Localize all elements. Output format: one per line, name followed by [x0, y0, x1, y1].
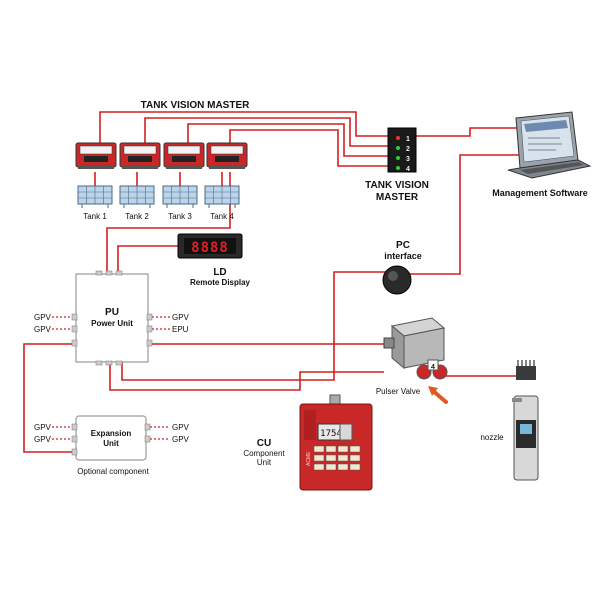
laptop-icon[interactable] — [507, 111, 592, 179]
tank-label-1: Tank 1 — [83, 212, 107, 221]
pulser-valve-device[interactable]: 4 — [383, 317, 448, 380]
remote-display-device[interactable]: 8888 — [177, 233, 243, 259]
pc-interface-line1: PC — [396, 240, 410, 251]
component-unit-title: CU — [257, 438, 271, 449]
exp-right-port-1: GPV — [172, 423, 190, 432]
tvm-label-line2: MASTER — [376, 192, 419, 203]
power-unit-box[interactable] — [71, 270, 153, 366]
pu-right-port-leads — [152, 316, 170, 330]
nozzle-device[interactable] — [512, 360, 539, 481]
remote-display-title: LD — [213, 267, 226, 278]
pu-right-port-2: EPU — [172, 325, 189, 334]
tvm-port-3: 3 — [406, 156, 410, 163]
nozzle-label: nozzle — [480, 433, 504, 442]
component-unit-device[interactable]: 1754 ACME — [299, 394, 373, 491]
arrow-icon — [428, 386, 448, 404]
exp-left-port-leads — [52, 426, 72, 440]
expansion-unit-box[interactable] — [71, 415, 151, 461]
tvm-title: TANK VISION MASTER — [141, 100, 250, 111]
tvm-port-2: 2 — [406, 146, 410, 153]
exp-right-port-2: GPV — [172, 435, 190, 444]
expansion-unit-note: Optional component — [77, 467, 149, 476]
exp-left-port-2: GPV — [34, 435, 52, 444]
power-unit-subtitle: Power Unit — [91, 319, 133, 328]
tank-vision-master-box[interactable]: 1 2 3 4 — [387, 127, 417, 173]
wire-tvm-laptop — [415, 127, 520, 137]
exp-right-port-leads — [150, 426, 170, 440]
pu-right-port-1: GPV — [172, 313, 190, 322]
expansion-unit-line1: Expansion — [91, 429, 132, 438]
pc-interface-line2: interface — [384, 251, 422, 261]
tank-label-4: Tank 4 — [210, 212, 234, 221]
pu-left-port-leads — [52, 316, 72, 330]
tvm-port-1: 1 — [406, 136, 410, 143]
tvm-label-line1: TANK VISION — [365, 180, 429, 191]
tank-icon-2[interactable] — [119, 185, 155, 208]
wire-tank2-tvm — [144, 117, 390, 150]
tvm-port-4: 4 — [406, 166, 410, 173]
pulser-valve-badge: 4 — [431, 364, 435, 371]
tank-display-1[interactable] — [75, 142, 117, 169]
tank-display-2[interactable] — [119, 142, 161, 169]
tank-display-4[interactable] — [206, 142, 248, 169]
pu-left-port-1: GPV — [34, 313, 52, 322]
wire-pu-exp — [23, 343, 74, 453]
pulser-valve-label: Pulser Valve — [376, 387, 421, 396]
wire-pu-ld — [117, 245, 178, 272]
component-unit-line1: Component — [243, 449, 285, 458]
tank-icon-1[interactable] — [77, 185, 113, 208]
wire-laptop-pc — [404, 154, 531, 275]
tank-display-3[interactable] — [163, 142, 205, 169]
expansion-unit-line2: Unit — [103, 439, 119, 448]
pc-interface-device[interactable] — [382, 265, 412, 295]
wire-tank4-tvm — [229, 129, 390, 167]
wire-tank3-tvm — [187, 123, 390, 157]
exp-left-port-1: GPV — [34, 423, 52, 432]
component-unit-brand: ACME — [306, 451, 312, 466]
management-software-label: Management Software — [492, 188, 588, 198]
tank-icon-4[interactable] — [204, 185, 240, 208]
pu-left-port-2: GPV — [34, 325, 52, 334]
component-unit-display: 1754 — [320, 429, 342, 439]
component-unit-line2: Unit — [257, 458, 272, 467]
tank-label-2: Tank 2 — [125, 212, 149, 221]
wire-tank1-tvm — [99, 111, 390, 150]
wire-pc-pu — [121, 271, 390, 381]
tank-label-3: Tank 3 — [168, 212, 192, 221]
tank-icon-3[interactable] — [162, 185, 198, 208]
remote-display-subtitle: Remote Display — [190, 278, 251, 287]
wire-pu-valve2 — [109, 362, 384, 391]
remote-display-digits: 8888 — [191, 240, 229, 256]
power-unit-title: PU — [105, 307, 119, 318]
